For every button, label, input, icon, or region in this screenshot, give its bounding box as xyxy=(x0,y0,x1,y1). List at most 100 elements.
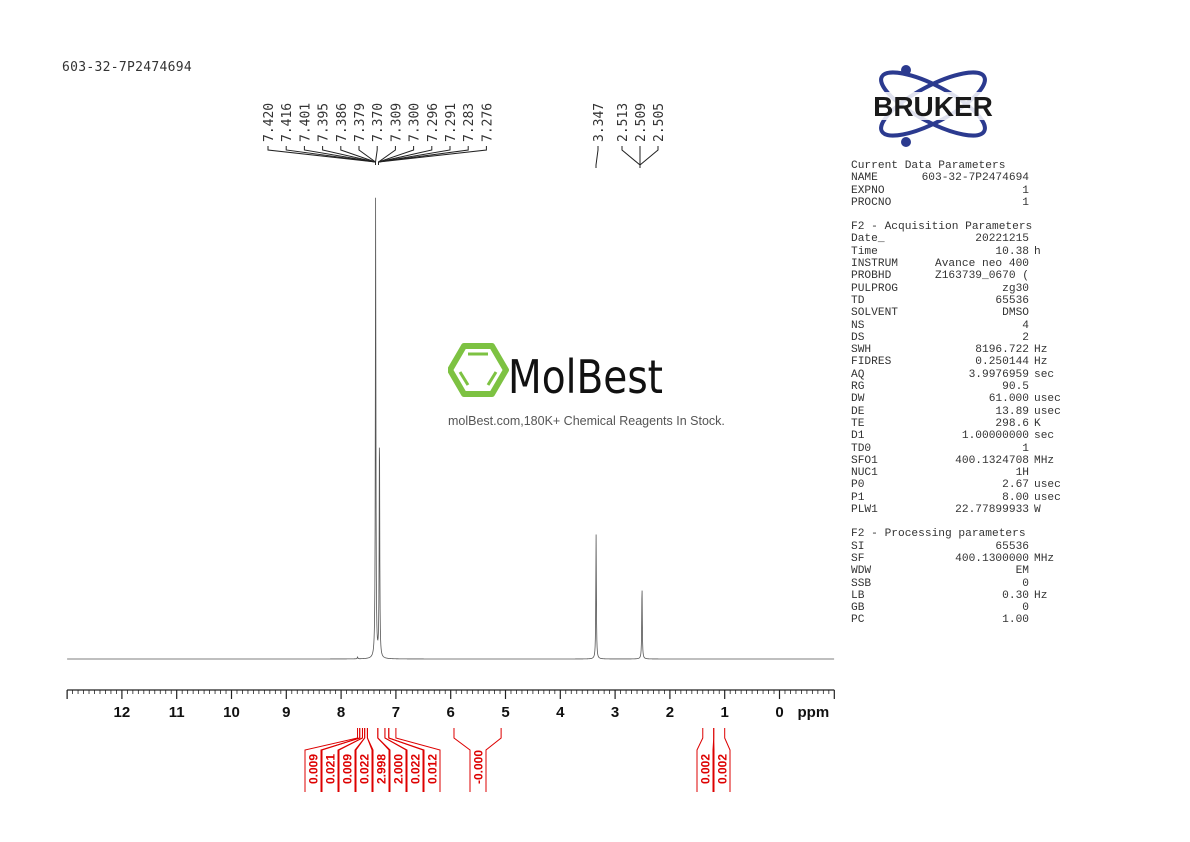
param-value: 2.67 xyxy=(1002,479,1029,492)
param-key: TD xyxy=(851,294,865,307)
param-row: INSTRUM Avance neo 400 xyxy=(851,258,1051,270)
peak-label-leader xyxy=(595,146,599,168)
bruker-wordmark: BRUKER xyxy=(873,91,993,122)
integral-value: 0.002 xyxy=(699,754,713,784)
param-key: SSB xyxy=(851,577,872,590)
param-key: WDW xyxy=(851,565,872,578)
params-heading: F2 - Processing parameters xyxy=(851,528,1026,541)
integral-value: 0.009 xyxy=(341,754,355,784)
integral-bracket xyxy=(388,728,441,792)
integral-value: 0.009 xyxy=(307,754,321,784)
param-value: 13.89 xyxy=(995,405,1029,418)
param-value: 65536 xyxy=(995,540,1029,553)
peak-label: 7.401 xyxy=(298,103,313,142)
param-key: SOLVENT xyxy=(851,307,898,320)
param-key: PROBHD xyxy=(851,270,892,283)
param-row: SSB 0 xyxy=(851,578,1051,590)
integral-value: 0.022 xyxy=(409,754,423,784)
param-value: Avance neo 400 xyxy=(935,258,1029,271)
param-value: 1 xyxy=(1022,442,1029,455)
param-value: 1.00 xyxy=(1002,614,1029,627)
param-row: PROCNO 1 xyxy=(851,197,1051,209)
params-heading: Current Data Parameters xyxy=(851,160,1006,172)
param-unit: K xyxy=(1034,417,1041,430)
param-value: zg30 xyxy=(1002,282,1029,295)
peak-label: 7.291 xyxy=(444,103,459,142)
param-value: 0 xyxy=(1022,577,1029,590)
param-key: SF xyxy=(851,552,865,565)
peak-label-leader xyxy=(378,146,469,165)
param-key: AQ xyxy=(851,368,865,381)
param-value: 1.00000000 xyxy=(961,430,1029,443)
param-value: 3.9976959 xyxy=(968,368,1029,381)
integral-value: -0.000 xyxy=(472,750,486,784)
param-value: 1H xyxy=(1015,467,1029,480)
param-row: NAME 603-32-7P2474694 xyxy=(851,172,1051,184)
param-value: 400.1324708 xyxy=(955,454,1029,467)
param-row: Date_20221215 xyxy=(851,233,1051,245)
param-value: DMSO xyxy=(1002,307,1029,320)
integral-value: 2.998 xyxy=(375,754,389,784)
param-key: EXPNO xyxy=(851,184,885,197)
param-row: EXPNO 1 xyxy=(851,185,1051,197)
param-value: 603-32-7P2474694 xyxy=(921,172,1029,185)
param-value: 0.30 xyxy=(1002,589,1029,602)
x-tick-label: 12 xyxy=(114,704,131,721)
param-value: 1 xyxy=(1022,184,1029,197)
peak-label: 2.509 xyxy=(634,103,649,142)
param-unit: h xyxy=(1034,245,1041,258)
peak-label: 7.300 xyxy=(408,103,423,142)
param-value: 4 xyxy=(1022,319,1029,332)
peak-label: 7.395 xyxy=(317,103,332,142)
param-row: SOLVENT DMSO xyxy=(851,307,1051,319)
param-value: 0 xyxy=(1022,602,1029,615)
param-value: 1 xyxy=(1022,196,1029,209)
x-tick-label: 6 xyxy=(447,704,455,721)
param-key: DW xyxy=(851,393,865,406)
x-tick-label: 11 xyxy=(169,704,185,721)
param-row: PC 1.00 xyxy=(851,614,1051,626)
param-key: SWH xyxy=(851,344,872,357)
x-tick-label: 8 xyxy=(337,704,345,721)
peak-label-leader xyxy=(378,146,487,165)
param-key: Time xyxy=(851,245,878,258)
param-key: INSTRUM xyxy=(851,258,898,271)
peak-label-leader xyxy=(375,146,378,165)
integral-value: 2.000 xyxy=(392,754,406,784)
integral-bracket xyxy=(713,728,731,792)
param-value: 298.6 xyxy=(995,417,1029,430)
integral-value: 0.021 xyxy=(324,754,338,784)
param-key: NAME xyxy=(851,172,878,185)
peak-label: 7.296 xyxy=(426,103,441,142)
param-unit: W xyxy=(1034,504,1041,517)
peak-label: 2.505 xyxy=(652,103,667,142)
peak-label-leader xyxy=(639,146,659,168)
param-key: DE xyxy=(851,405,865,418)
param-key: PROCNO xyxy=(851,196,892,209)
watermark-text: MolBest xyxy=(508,350,663,400)
peak-label: 7.309 xyxy=(389,103,404,142)
param-key: PC xyxy=(851,614,865,627)
param-value: EM xyxy=(1015,565,1029,578)
spectrum-title: 603-32-7P2474694 xyxy=(62,60,193,75)
peak-label: 7.416 xyxy=(280,103,295,142)
watermark-subtitle: molBest.com,180K+ Chemical Reagents In S… xyxy=(448,414,725,428)
x-tick-label: 1 xyxy=(721,704,729,721)
peak-label: 7.370 xyxy=(371,103,386,142)
param-value: 61.000 xyxy=(988,393,1029,406)
param-key: PLW1 xyxy=(851,504,878,517)
bruker-logo: BRUKER xyxy=(848,65,1018,147)
spectrum-line xyxy=(67,197,835,660)
